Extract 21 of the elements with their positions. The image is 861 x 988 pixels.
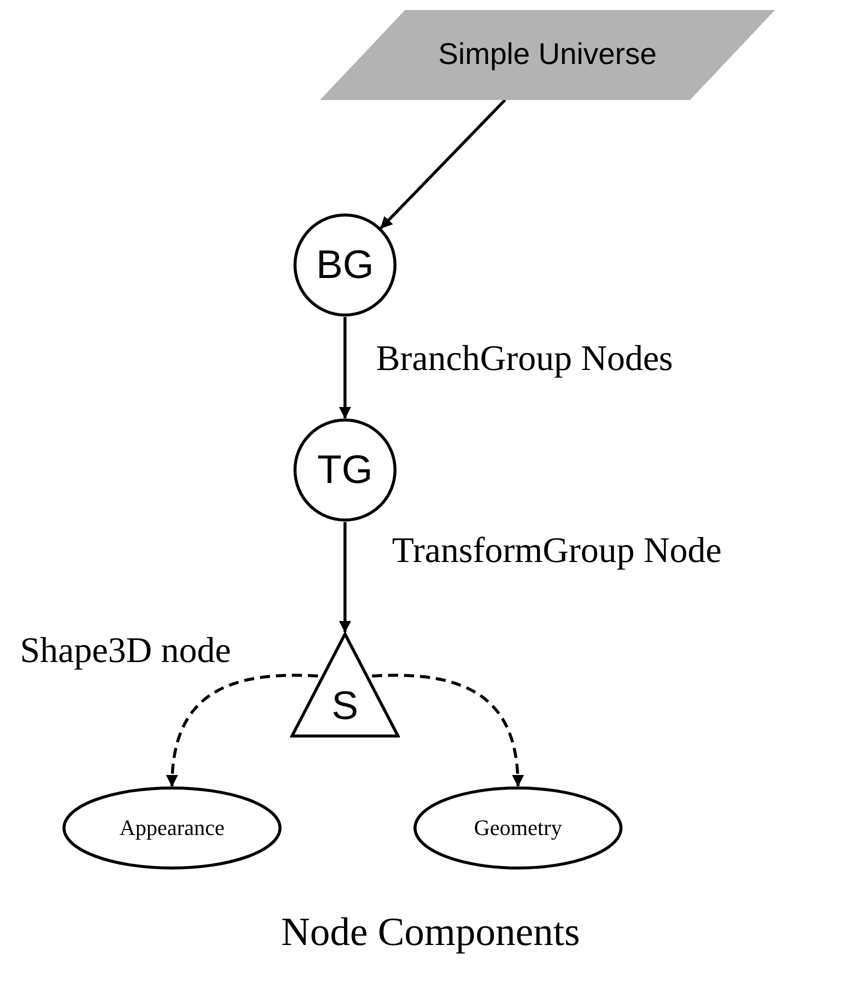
node-caption: TransformGroup Node (392, 532, 722, 568)
shape-triangle (290, 632, 400, 738)
universe-parallelogram (320, 10, 775, 100)
node-caption: Shape3D node (20, 632, 231, 668)
node-label: S (332, 686, 358, 726)
node-label: Appearance (119, 817, 225, 839)
arrow (380, 98, 506, 230)
component-ellipse (413, 786, 623, 870)
arrow (339, 522, 351, 633)
group-circle (293, 213, 397, 317)
arrow (372, 674, 524, 787)
group-circle (293, 418, 397, 522)
arrow (339, 317, 351, 419)
arrow (166, 674, 318, 787)
node-caption: BranchGroup Nodes (376, 340, 673, 376)
node-label: TG (317, 450, 373, 490)
node-label: Simple Universe (438, 40, 657, 70)
node-label: BG (316, 245, 374, 285)
component-ellipse (62, 786, 282, 870)
node-label: Geometry (474, 817, 562, 839)
group-caption: Node Components (281, 912, 580, 952)
